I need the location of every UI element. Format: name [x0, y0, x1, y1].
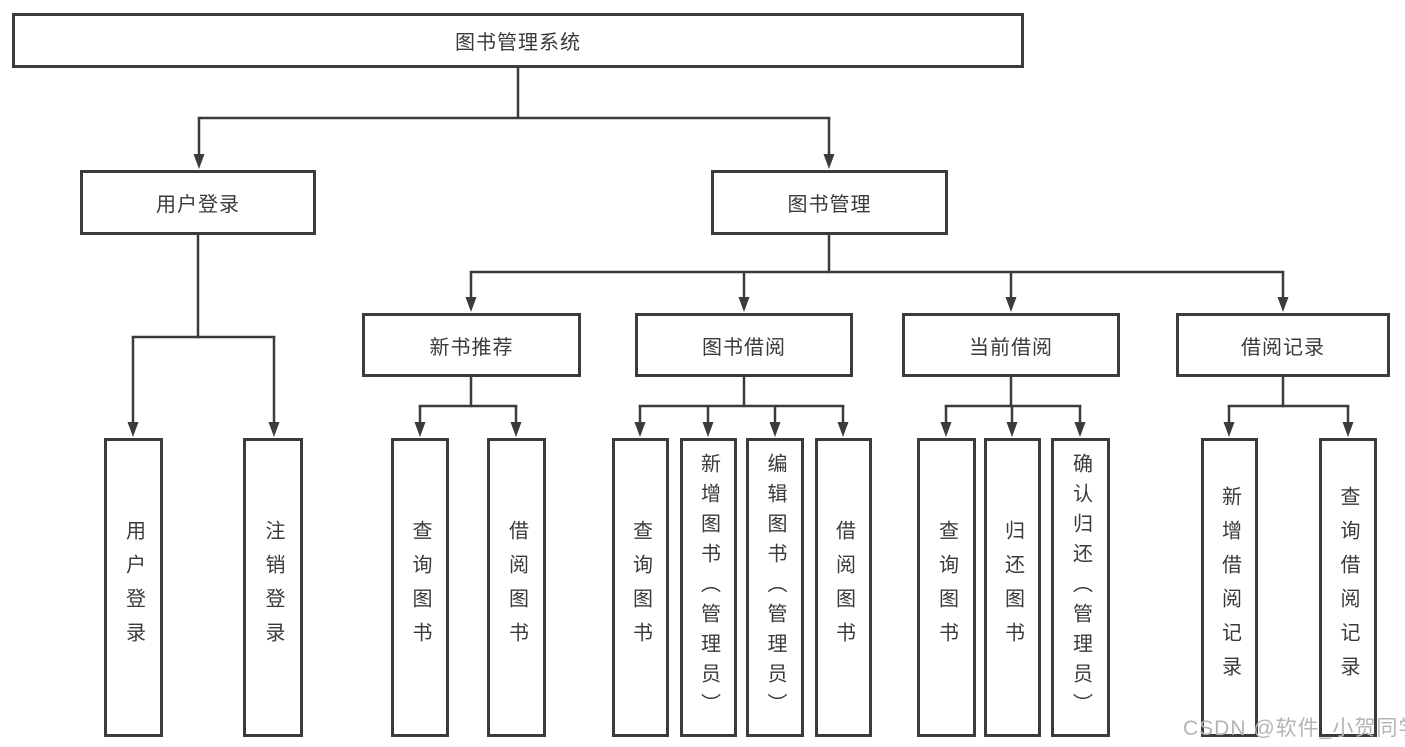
leaf-current-return: 归还图书 — [984, 438, 1041, 737]
csdn-watermark: CSDN @软件_小贺同学 — [1183, 717, 1405, 740]
leaf-user-login-label: 用户登录 — [122, 519, 145, 656]
leaf-current-confirm-admin: 确认归还（管理员） — [1051, 438, 1110, 737]
leaf-borrow-add-admin: 新增图书（管理员） — [680, 438, 737, 737]
leaf-borrow-borrow-label: 借阅图书 — [832, 519, 855, 656]
leaf-current-return-label: 归还图书 — [1001, 519, 1024, 656]
leaf-newbook-borrow-label: 借阅图书 — [505, 519, 528, 656]
leaf-records-query-label: 查询借阅记录 — [1337, 485, 1359, 690]
leaf-current-query: 查询图书 — [917, 438, 976, 737]
node-book-management: 图书管理 — [711, 170, 948, 235]
leaf-borrow-query: 查询图书 — [612, 438, 669, 737]
leaf-current-query-label: 查询图书 — [935, 519, 958, 656]
leaf-records-add: 新增借阅记录 — [1201, 438, 1258, 737]
leaf-borrow-query-label: 查询图书 — [629, 519, 652, 656]
leaf-borrow-add-admin-label: 新增图书（管理员） — [697, 452, 720, 723]
leaf-newbook-query: 查询图书 — [391, 438, 449, 737]
leaf-records-add-label: 新增借阅记录 — [1218, 485, 1241, 690]
node-user-login: 用户登录 — [80, 170, 316, 235]
leaf-records-query: 查询借阅记录 — [1319, 438, 1377, 737]
leaf-current-confirm-admin-label: 确认归还（管理员） — [1069, 452, 1092, 723]
arrowheads — [127, 154, 1354, 437]
leaf-borrow-edit-admin-label: 编辑图书（管理员） — [764, 452, 786, 723]
leaf-newbook-query-label: 查询图书 — [409, 519, 431, 656]
leaf-borrow-borrow: 借阅图书 — [815, 438, 872, 737]
node-root: 图书管理系统 — [12, 13, 1024, 68]
leaf-logout-label: 注销登录 — [262, 519, 284, 656]
node-book-borrow: 图书借阅 — [635, 313, 853, 377]
node-current-borrow: 当前借阅 — [902, 313, 1120, 377]
leaf-logout: 注销登录 — [243, 438, 303, 737]
node-borrow-records: 借阅记录 — [1176, 313, 1390, 377]
node-new-book-recommend: 新书推荐 — [362, 313, 581, 377]
leaf-user-login: 用户登录 — [104, 438, 163, 737]
leaf-borrow-edit-admin: 编辑图书（管理员） — [746, 438, 804, 737]
leaf-newbook-borrow: 借阅图书 — [487, 438, 546, 737]
